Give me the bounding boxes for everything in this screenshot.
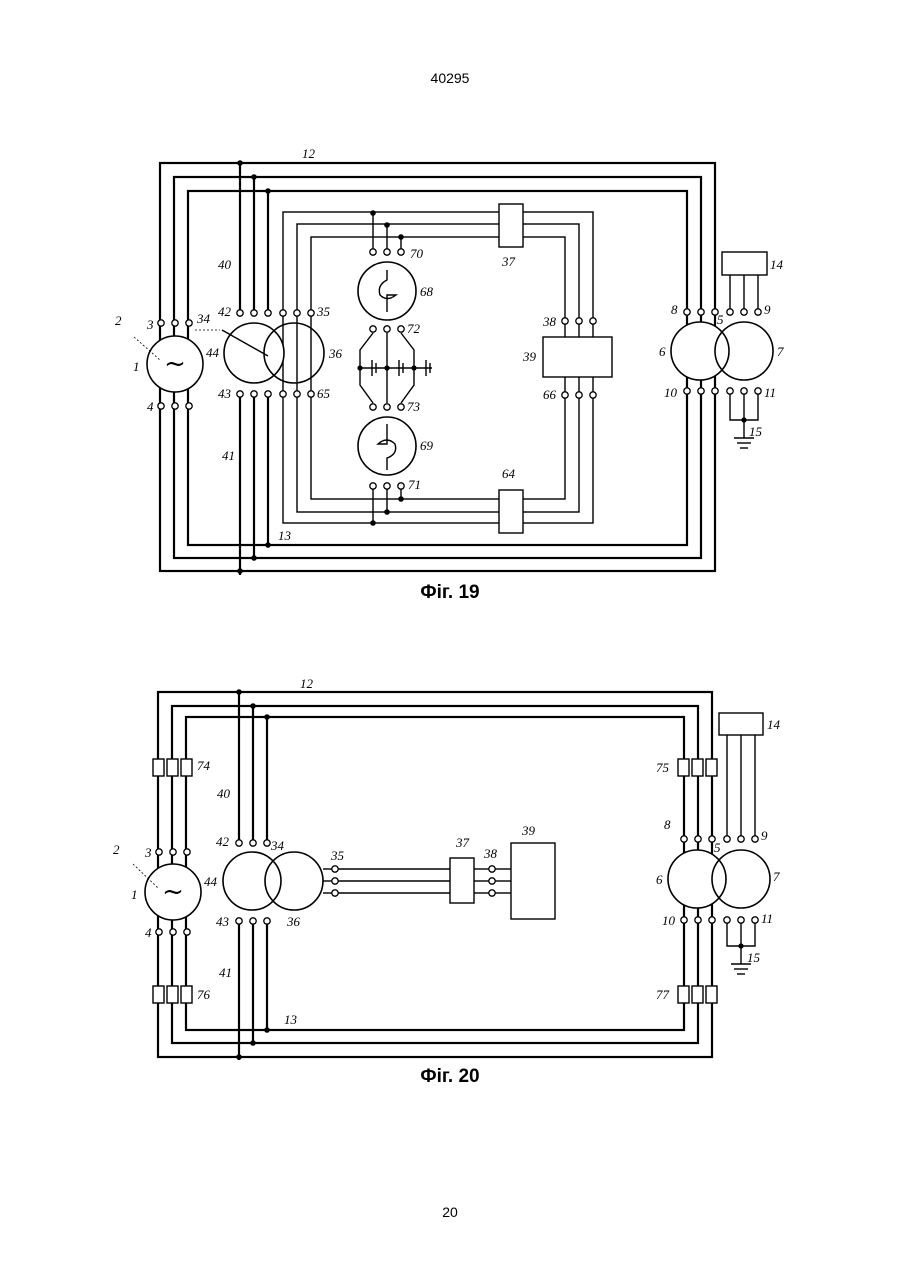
label-42: 42 (216, 834, 230, 849)
label-74: 74 (197, 758, 211, 773)
figure-20-labels: 12 13 40 41 42 43 44 34 35 36 1 2 3 4 74… (113, 676, 781, 1027)
label-64: 64 (502, 466, 516, 481)
label-6: 6 (656, 872, 663, 887)
figure-19-caption: Фіг. 19 (420, 582, 479, 603)
label-36: 36 (328, 346, 343, 361)
label-13: 13 (278, 528, 292, 543)
label-71: 71 (408, 477, 421, 492)
label-13: 13 (284, 1012, 298, 1027)
block-37 (450, 858, 511, 903)
block-39 (511, 843, 555, 919)
label-7: 7 (773, 869, 780, 884)
label-40: 40 (217, 786, 231, 801)
label-7: 7 (777, 344, 784, 359)
label-73: 73 (407, 399, 421, 414)
label-9: 9 (761, 828, 768, 843)
label-76: 76 (197, 987, 211, 1002)
label-4: 4 (147, 399, 154, 414)
label-38: 38 (483, 846, 498, 861)
label-44: 44 (204, 874, 218, 889)
label-1: 1 (131, 887, 138, 902)
label-72: 72 (407, 321, 421, 336)
label-41: 41 (219, 965, 232, 980)
label-37: 37 (455, 835, 470, 850)
label-41: 41 (222, 448, 235, 463)
fuse-block-74 (153, 759, 192, 776)
label-34: 34 (196, 311, 211, 326)
fuse-block-76 (153, 986, 192, 1003)
label-35: 35 (316, 304, 331, 319)
label-5: 5 (717, 312, 724, 327)
label-8: 8 (671, 302, 678, 317)
label-12: 12 (302, 146, 316, 161)
machine-69 (358, 404, 416, 526)
generator-1: ~ (134, 320, 203, 409)
label-36: 36 (286, 914, 301, 929)
label-66: 66 (543, 387, 557, 402)
label-15: 15 (747, 950, 761, 965)
label-6: 6 (659, 344, 666, 359)
label-2: 2 (113, 842, 120, 857)
label-5: 5 (714, 840, 721, 855)
label-11: 11 (761, 911, 773, 926)
label-75: 75 (656, 760, 670, 775)
label-39: 39 (522, 349, 537, 364)
svg-text:~: ~ (162, 877, 184, 907)
figure-19-diagram: ~ (0, 0, 900, 620)
label-44: 44 (206, 345, 220, 360)
label-70: 70 (410, 246, 424, 261)
label-8: 8 (664, 817, 671, 832)
label-10: 10 (662, 913, 676, 928)
label-43: 43 (218, 386, 232, 401)
label-37: 37 (501, 254, 516, 269)
label-3: 3 (146, 317, 154, 332)
generator-1: ~ (133, 849, 201, 935)
label-14: 14 (767, 717, 781, 732)
machine-68 (358, 210, 416, 332)
label-1: 1 (133, 359, 140, 374)
label-12: 12 (300, 676, 314, 691)
label-43: 43 (216, 914, 230, 929)
label-3: 3 (144, 845, 152, 860)
label-2: 2 (115, 313, 122, 328)
label-15: 15 (749, 424, 763, 439)
label-69: 69 (420, 438, 434, 453)
label-39: 39 (521, 823, 536, 838)
label-40: 40 (218, 257, 232, 272)
label-42: 42 (218, 304, 232, 319)
label-38: 38 (542, 314, 557, 329)
figure-20-diagram: ~ 12 13 4 (0, 620, 900, 1140)
label-14: 14 (770, 257, 784, 272)
fuse-block-75 (678, 759, 717, 776)
label-4: 4 (145, 925, 152, 940)
fuse-block-77 (678, 986, 717, 1003)
block-64 (499, 490, 523, 533)
label-77: 77 (656, 987, 670, 1002)
label-34: 34 (270, 838, 285, 853)
label-35: 35 (330, 848, 345, 863)
label-9: 9 (764, 302, 771, 317)
page-number: 20 (0, 1204, 900, 1220)
svg-text:~: ~ (164, 349, 186, 379)
figure-20-caption: Фіг. 20 (420, 1066, 479, 1087)
label-68: 68 (420, 284, 434, 299)
label-11: 11 (764, 385, 776, 400)
capacitor-bank (357, 333, 432, 403)
label-10: 10 (664, 385, 678, 400)
label-65: 65 (317, 386, 331, 401)
block-37 (499, 204, 523, 247)
